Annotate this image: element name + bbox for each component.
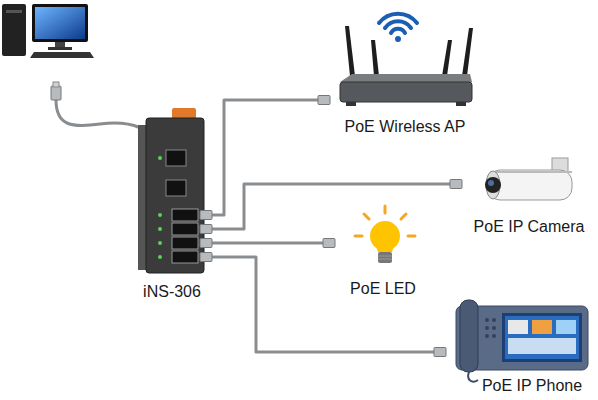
- cable-line: [212, 242, 335, 245]
- poe-cable: [200, 239, 335, 248]
- device-label: PoE LED: [350, 280, 416, 298]
- wireless-ap: [340, 14, 473, 106]
- device-node: PoE LED: [335, 204, 430, 302]
- device-label: iNS-306: [143, 283, 201, 301]
- device-node: iNS-306: [138, 106, 212, 304]
- ip-camera: [485, 158, 572, 200]
- device-node: PoE IP Phone: [446, 296, 594, 398]
- poe-cable: [200, 253, 446, 357]
- rj45-plug: [200, 239, 212, 248]
- device-label: PoE IP Camera: [474, 218, 585, 236]
- rj45-plug: [450, 180, 462, 189]
- ip-phone: [456, 300, 588, 382]
- poe-cable: [200, 180, 462, 234]
- device-label: PoE IP Phone: [482, 377, 582, 395]
- led-bulb: [355, 206, 415, 263]
- device-node: PoE Wireless AP: [330, 4, 480, 140]
- rj45-plug: [200, 225, 212, 234]
- switch-device: [138, 108, 204, 273]
- rj45-plug: [434, 348, 446, 357]
- rj45-plug: [318, 96, 330, 105]
- device-node: PoE IP Camera: [462, 155, 592, 245]
- cable-line: [212, 100, 330, 215]
- rj45-plug: [200, 253, 212, 262]
- device-label: PoE Wireless AP: [345, 118, 466, 136]
- cable-line: [212, 257, 446, 352]
- cable-line: [212, 184, 462, 229]
- rj45-plug: [200, 211, 212, 220]
- poe-cable: [200, 96, 330, 220]
- desktop-pc: [2, 4, 94, 58]
- rj45-plug: [323, 239, 335, 248]
